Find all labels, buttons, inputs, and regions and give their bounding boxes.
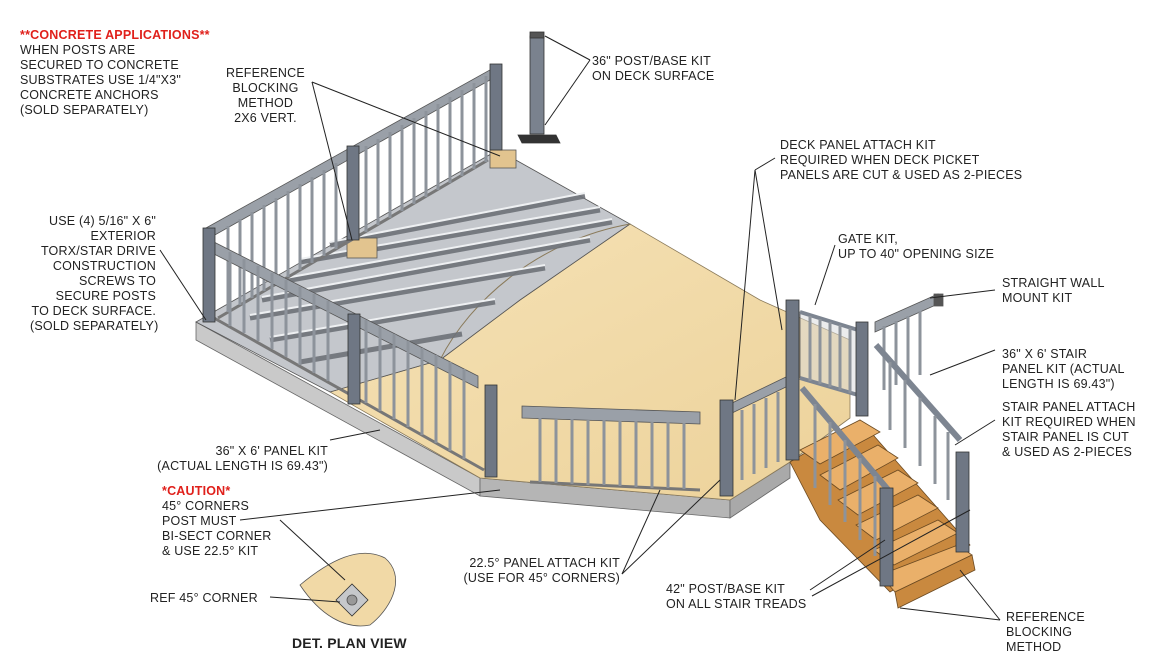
- screws-note: USE (4) 5/16" X 6" EXTERIOR TORX/STAR DR…: [30, 214, 159, 333]
- railing-posts: [202, 63, 970, 587]
- railing-corner-panel: [521, 405, 701, 492]
- post: [855, 321, 869, 417]
- straight-wall-mount-kit-label: STRAIGHT WALL MOUNT KIT: [1002, 276, 1105, 305]
- blocking-block: [346, 237, 378, 259]
- panel-kit-label: 36" X 6' PANEL KIT (ACTUAL LENGTH IS 69.…: [157, 444, 328, 473]
- detail-plan-view: [299, 552, 396, 627]
- post: [347, 313, 361, 405]
- post: [719, 399, 734, 497]
- post: [346, 145, 360, 241]
- blocking-block: [489, 149, 517, 169]
- stair-rails: [799, 343, 963, 556]
- post-base-kit: [517, 31, 561, 144]
- concrete-applications-note: WHEN POSTS ARE SECURED TO CONCRETE SUBST…: [20, 43, 182, 117]
- caution-title: *CAUTION*: [162, 484, 231, 498]
- wall-mount-rail: [874, 293, 944, 390]
- deck-panel-attach-kit-label: DECK PANEL ATTACH KIT REQUIRED WHEN DECK…: [780, 138, 1023, 182]
- post: [202, 227, 216, 323]
- gate: [799, 310, 859, 397]
- panel-attach-22-5-label: 22.5° PANEL ATTACH KIT (USE FOR 45° CORN…: [463, 556, 620, 585]
- caution-note: 45° CORNERS POST MUST BI-SECT CORNER & U…: [162, 499, 272, 558]
- detail-plan-view-title: DET. PLAN VIEW: [292, 635, 407, 651]
- post: [955, 451, 970, 553]
- post: [484, 384, 498, 478]
- ref-45-corner-label: REF 45° CORNER: [150, 591, 258, 605]
- blocking-method-label-bottom: REFERENCE BLOCKING METHOD: [1006, 610, 1085, 654]
- blocking-method-label-top: REFERENCE BLOCKING METHOD 2X6 VERT.: [226, 66, 305, 125]
- gate-kit-label: GATE KIT, UP TO 40" OPENING SIZE: [838, 232, 995, 261]
- post: [879, 487, 894, 587]
- stair-panel-attach-kit-label: STAIR PANEL ATTACH KIT REQUIRED WHEN STA…: [1002, 400, 1136, 459]
- stair-panel-kit-label: 36" X 6' STAIR PANEL KIT (ACTUAL LENGTH …: [1002, 347, 1125, 391]
- post-base-kit-stair-label: 42" POST/BASE KIT ON ALL STAIR TREADS: [666, 582, 807, 611]
- post: [489, 63, 503, 151]
- railing-right-panel: [729, 375, 789, 480]
- post: [785, 299, 800, 461]
- post-base-kit-deck-label: 36" POST/BASE KIT ON DECK SURFACE: [592, 54, 715, 83]
- leader-lines: [159, 35, 1001, 621]
- concrete-applications-title: **CONCRETE APPLICATIONS**: [20, 28, 210, 42]
